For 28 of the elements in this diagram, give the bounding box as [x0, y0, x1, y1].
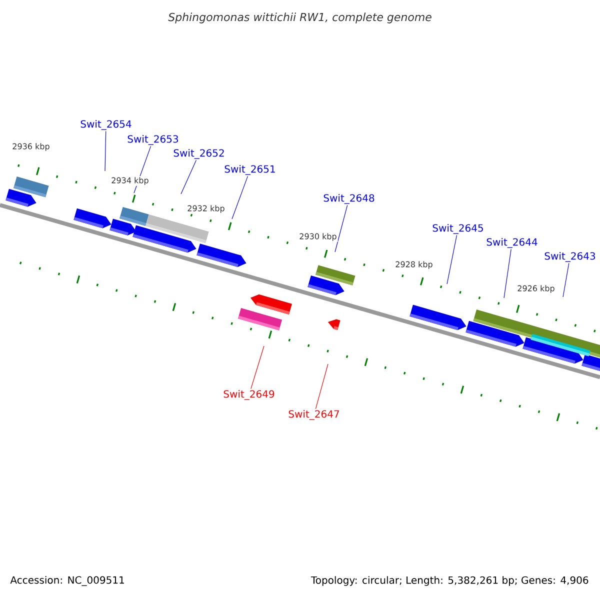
- footer-text: Topology: circular; Length: 5,382,261 bp; Genes: 4,906: [310, 575, 590, 587]
- scale-label: 2932 kbp: [186, 204, 226, 214]
- scale-label: 2936 kbp: [11, 142, 51, 152]
- gene-label: Swit_2652: [174, 149, 224, 159]
- leader-line: [104, 130, 106, 172]
- scale-label: 2928 kbp: [394, 260, 434, 270]
- leader-line: [504, 248, 512, 298]
- gene-label: Swit_2644: [486, 238, 538, 248]
- footer-text: Accession: NC_009511: [9, 575, 126, 587]
- gene-label: Swit_2651: [224, 165, 275, 175]
- gene-label: Swit_2645: [432, 224, 483, 234]
- leader-line: [315, 364, 328, 410]
- gene-label: Swit_2649: [224, 390, 274, 400]
- title: Sphingomonas wittichii RW1, complete genome: [168, 12, 432, 24]
- leader-line: [334, 204, 348, 252]
- gene-label: Swit_2647: [288, 410, 339, 420]
- gene-label: Swit_2643: [544, 252, 596, 262]
- gene-label: Swit_2648: [324, 194, 374, 204]
- scale-label: 2926 kbp: [516, 284, 556, 294]
- scale-label: 2934 kbp: [110, 176, 150, 186]
- leader-line: [250, 346, 264, 390]
- gene-label: Swit_2654: [80, 120, 132, 130]
- leader-line: [180, 160, 197, 194]
- leader-line: [446, 234, 458, 284]
- leader-line: [232, 176, 248, 220]
- gene-label: Swit_2653: [128, 135, 178, 145]
- scale-label: 2930 kbp: [298, 232, 338, 242]
- leader-line: [562, 262, 570, 298]
